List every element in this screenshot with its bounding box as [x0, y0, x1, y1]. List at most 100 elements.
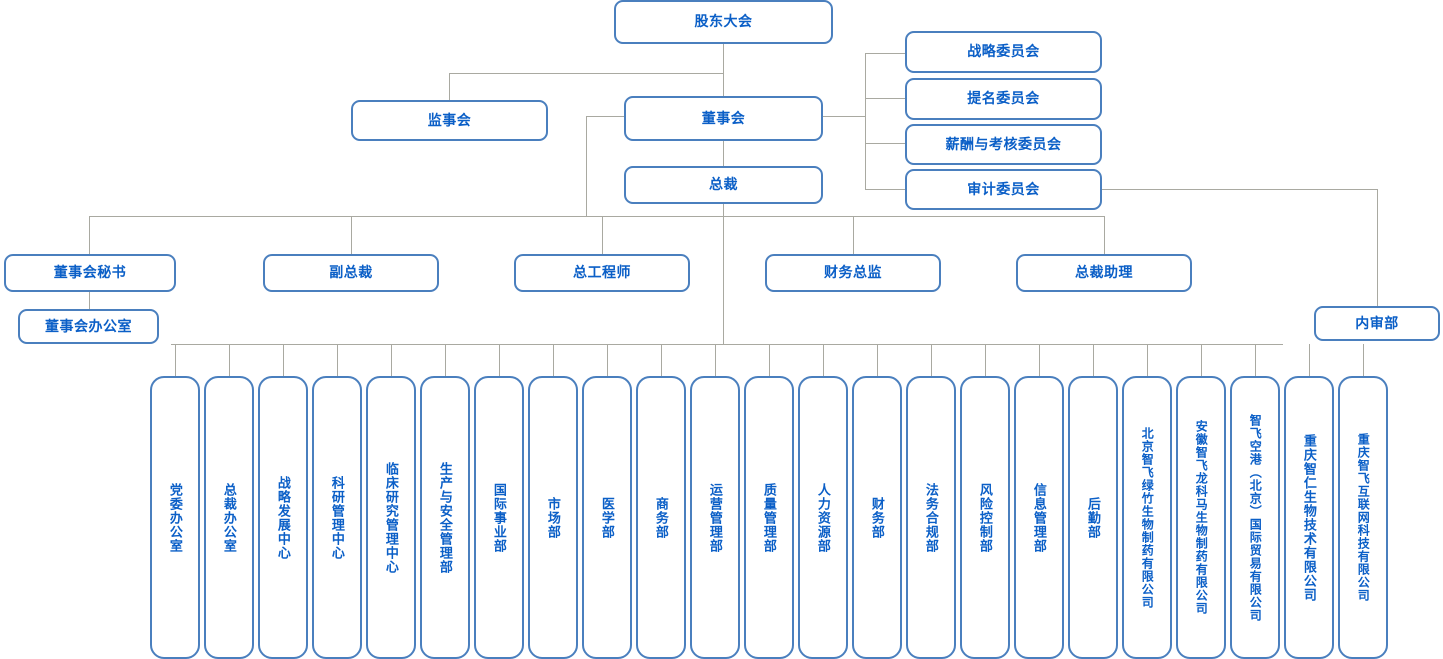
- department-label: 北京智飞绿竹生物制药有限公司: [1140, 426, 1155, 609]
- connector-committee-3: [865, 143, 905, 144]
- node-department[interactable]: 人力资源部: [798, 376, 848, 659]
- node-department[interactable]: 医学部: [582, 376, 632, 659]
- department-label: 信息管理部: [1031, 482, 1047, 553]
- connector-exec-drop-3: [602, 216, 603, 254]
- node-department[interactable]: 战略发展中心: [258, 376, 308, 659]
- node-committee-strategy[interactable]: 战略委员会: [905, 31, 1102, 73]
- node-shareholders-meeting[interactable]: 股东大会: [614, 0, 833, 44]
- department-label: 临床研究管理中心: [383, 461, 399, 574]
- node-internal-audit[interactable]: 内审部: [1314, 306, 1440, 341]
- connector-shareholders-to-board: [723, 44, 724, 97]
- node-cfo[interactable]: 财务总监: [765, 254, 941, 292]
- department-label: 重庆智仁生物技术有限公司: [1301, 433, 1317, 602]
- node-committee-nomination[interactable]: 提名委员会: [905, 78, 1102, 120]
- department-label: 医学部: [599, 496, 615, 539]
- node-department[interactable]: 风险控制部: [960, 376, 1010, 659]
- connector-internal-audit-drop: [1377, 189, 1378, 306]
- department-label: 智飞空港（北京）国际贸易有限公司: [1248, 413, 1263, 622]
- connector-department-drop: [553, 344, 554, 376]
- department-label: 生产与安全管理部: [437, 461, 453, 574]
- node-committee-audit[interactable]: 审计委员会: [905, 169, 1102, 210]
- node-supervisory-board[interactable]: 监事会: [351, 100, 548, 141]
- connector-committee-4: [865, 189, 905, 190]
- connector-committee-1: [865, 53, 905, 54]
- node-committee-remuneration[interactable]: 薪酬与考核委员会: [905, 124, 1102, 165]
- node-department[interactable]: 安徽智飞龙科马生物制药有限公司: [1176, 376, 1226, 659]
- node-board-secretary[interactable]: 董事会秘书: [4, 254, 176, 292]
- connector-department-drop: [1039, 344, 1040, 376]
- connector-department-drop: [283, 344, 284, 376]
- node-department[interactable]: 重庆智飞互联网科技有限公司: [1338, 376, 1388, 659]
- node-department[interactable]: 临床研究管理中心: [366, 376, 416, 659]
- node-department[interactable]: 质量管理部: [744, 376, 794, 659]
- connector-department-drop: [229, 344, 230, 376]
- node-board-of-directors[interactable]: 董事会: [624, 96, 823, 141]
- node-department[interactable]: 智飞空港（北京）国际贸易有限公司: [1230, 376, 1280, 659]
- node-vice-president[interactable]: 副总裁: [263, 254, 439, 292]
- connector-audit-to-internal-audit: [1102, 189, 1377, 190]
- connector-department-drop: [1255, 344, 1256, 376]
- node-department[interactable]: 总裁办公室: [204, 376, 254, 659]
- department-label: 重庆智飞互联网科技有限公司: [1356, 433, 1371, 602]
- connector-board-left-drop: [586, 116, 587, 216]
- node-president[interactable]: 总裁: [624, 166, 823, 204]
- connector-department-drop: [823, 344, 824, 376]
- connector-department-drop: [445, 344, 446, 376]
- node-department[interactable]: 科研管理中心: [312, 376, 362, 659]
- node-department[interactable]: 商务部: [636, 376, 686, 659]
- node-department[interactable]: 国际事业部: [474, 376, 524, 659]
- node-department[interactable]: 信息管理部: [1014, 376, 1064, 659]
- connector-secretary-to-office: [89, 292, 90, 309]
- department-label: 后勤部: [1085, 496, 1101, 539]
- connector-department-drop: [931, 344, 932, 376]
- connector-department-drop: [175, 344, 176, 376]
- node-department[interactable]: 后勤部: [1068, 376, 1118, 659]
- connector-exec-drop-5: [1104, 216, 1105, 254]
- connector-department-drop: [769, 344, 770, 376]
- department-label: 党委办公室: [167, 482, 183, 553]
- connector-department-drop: [1147, 344, 1148, 376]
- connector-exec-drop-1: [89, 216, 90, 254]
- connector-department-drop: [985, 344, 986, 376]
- department-label: 科研管理中心: [329, 475, 345, 560]
- connector-executive-bus: [89, 216, 1105, 217]
- node-department[interactable]: 法务合规部: [906, 376, 956, 659]
- department-label: 安徽智飞龙科马生物制药有限公司: [1194, 420, 1209, 615]
- connector-president-to-departments: [723, 203, 724, 344]
- node-board-office[interactable]: 董事会办公室: [18, 309, 159, 344]
- department-label: 风险控制部: [977, 482, 993, 553]
- connector-bus-to-supervisory: [449, 73, 450, 100]
- department-label: 质量管理部: [761, 482, 777, 553]
- node-department[interactable]: 北京智飞绿竹生物制药有限公司: [1122, 376, 1172, 659]
- connector-department-drop: [877, 344, 878, 376]
- node-department[interactable]: 生产与安全管理部: [420, 376, 470, 659]
- node-chief-engineer[interactable]: 总工程师: [514, 254, 690, 292]
- department-label: 市场部: [545, 496, 561, 539]
- node-department[interactable]: 财务部: [852, 376, 902, 659]
- connector-department-drop: [337, 344, 338, 376]
- department-label: 运营管理部: [707, 482, 723, 553]
- connector-committee-trunk: [865, 53, 866, 189]
- connector-department-drop: [1201, 344, 1202, 376]
- connector-board-left-stub: [586, 116, 624, 117]
- department-label: 战略发展中心: [275, 475, 291, 560]
- node-department[interactable]: 党委办公室: [150, 376, 200, 659]
- department-label: 财务部: [869, 496, 885, 539]
- node-department[interactable]: 运营管理部: [690, 376, 740, 659]
- node-president-assistant[interactable]: 总裁助理: [1016, 254, 1192, 292]
- connector-department-bus: [171, 344, 1283, 345]
- connector-board-to-committee-trunk: [823, 116, 865, 117]
- department-label: 商务部: [653, 496, 669, 539]
- connector-department-drop: [1093, 344, 1094, 376]
- node-department[interactable]: 市场部: [528, 376, 578, 659]
- connector-exec-drop-4: [853, 216, 854, 254]
- connector-exec-drop-2: [351, 216, 352, 254]
- connector-department-drop: [1309, 344, 1310, 376]
- node-department[interactable]: 重庆智仁生物技术有限公司: [1284, 376, 1334, 659]
- department-label: 法务合规部: [923, 482, 939, 553]
- connector-department-drop: [1363, 344, 1364, 376]
- connector-department-drop: [499, 344, 500, 376]
- department-label: 总裁办公室: [221, 482, 237, 553]
- department-label: 国际事业部: [491, 482, 507, 553]
